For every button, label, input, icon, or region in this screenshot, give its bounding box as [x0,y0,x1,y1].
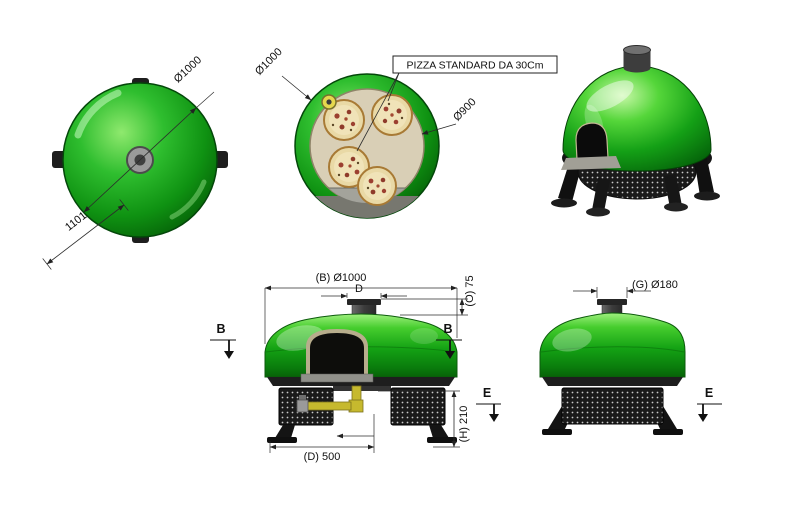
pizza-callout-text: PIZZA STANDARD DA 30Cm [407,60,544,72]
leg [558,160,582,202]
specular-highlight [586,80,634,112]
dim-inner-diameter: Ø900 [451,96,479,124]
chimney-cap [347,299,381,305]
arch-sill [300,373,374,383]
section-arrowhead [489,414,499,422]
thermometer-center [326,99,332,105]
dim-tick-1 [42,258,52,270]
pizza [357,166,397,206]
leader-inner-diameter [421,123,457,135]
pizza-toppings [331,109,356,132]
foot [664,202,688,212]
section-marker-b-left: B [216,322,225,336]
section-marker-e-right: E [705,386,713,400]
foot-right [653,429,683,435]
leg-right [429,425,449,438]
section-arrowhead [698,414,708,422]
foot [586,207,610,217]
chimney-3d [623,50,651,73]
underside [333,386,391,391]
pizza-toppings [366,177,387,195]
gas-valve [299,395,306,401]
leader-outer-diameter [281,75,312,101]
oven-body-side [539,312,686,378]
chimney-body [351,303,377,316]
dim-line-diameter [83,107,197,213]
foot [694,191,720,201]
callout-leader-2 [356,72,400,152]
dim-line-overall [46,204,125,265]
pizza-callout-box [392,55,558,74]
body-lip [542,377,683,386]
dim-front-chimney: D [355,283,363,295]
leg-left [275,425,295,438]
view-front: (B) Ø1000 D (O) 75 B B (H) 210 (D) 500 [210,272,476,463]
section-arrowhead [445,351,455,359]
section-marker-b-right: B [443,322,452,336]
dim-front-stand-height: (H) 210 [458,406,470,443]
dim-outer-diameter: Ø1000 [253,46,285,78]
dim-ext-diameter [195,91,215,109]
oven-arch-3d [575,122,609,161]
section-marker-e-left: E [483,386,491,400]
view-side: (G) Ø180 E E [476,279,722,435]
dim-side-chimney-diameter: (G) Ø180 [632,279,678,291]
pizza [328,146,370,188]
pizza-toppings [337,156,360,178]
perforated-panel-right [390,387,446,426]
dim-top-diameter: Ø1000 [172,54,204,85]
dim-front-base-width: (D) 500 [304,451,341,463]
foot-right [427,437,457,443]
oven-mouth-outer [315,196,419,218]
leg [694,154,714,196]
perforated-apron-side [561,387,664,425]
foot [551,198,577,208]
pizza [323,99,365,141]
foot-left [267,437,297,443]
oven-sill-3d [561,156,621,170]
callout-leader-1 [387,72,400,102]
arch-opening [310,333,364,377]
foot-left [542,429,572,435]
leg-front-left [592,178,610,212]
body-seam [540,346,685,353]
view-top-interior: PIZZA STANDARD DA 30Cm Ø1000 Ø900 [253,46,558,219]
leg-front-right [664,174,682,208]
section-arrowhead [224,351,234,359]
body-highlight [552,328,592,352]
gas-fitting [296,399,309,413]
pizza-toppings [382,102,404,125]
body-highlight-2 [410,328,438,344]
gas-pipe-horizontal [306,401,352,411]
view-top-plain: Ø1000 1101 [42,54,228,270]
dim-front-width: (B) Ø1000 [316,272,367,284]
chimney-cap [597,299,627,305]
pizza [371,94,413,136]
dim-front-chimney-height: (O) 75 [464,275,476,306]
view-isometric [551,45,720,217]
dim-tick-2 [119,199,129,211]
chimney-cap-3d [623,45,651,55]
